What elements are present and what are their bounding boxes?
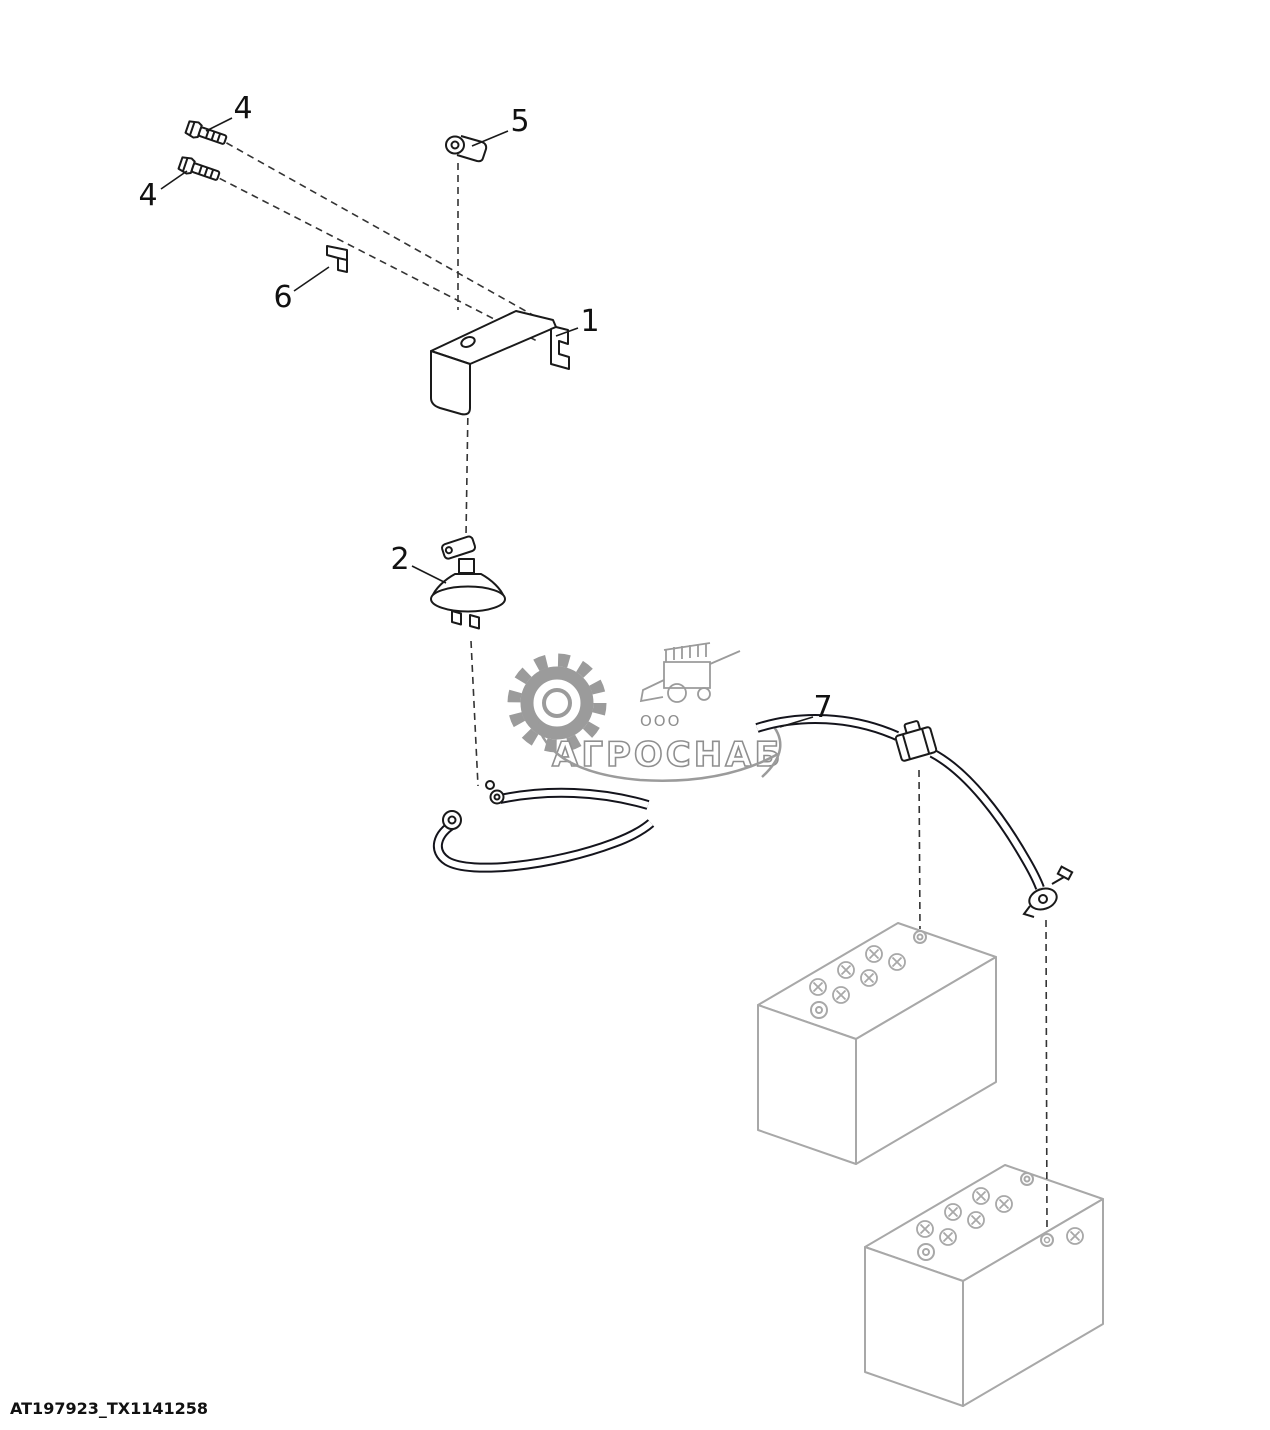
watermark-prefix: ООО [640,712,681,730]
drawing-number: AT197923_TX1141258 [10,1399,208,1418]
gear-icon [507,653,607,753]
callout-2: 2 [390,542,409,577]
callout-1: 1 [580,304,599,339]
cable-connector [894,720,938,762]
callout-5: 5 [510,104,529,139]
cable-clamp [326,245,348,273]
assembly-guide-lines [208,136,1048,1232]
callout-6: 6 [273,280,292,315]
leader-lines [160,117,814,728]
battery-cable [755,714,1074,918]
bolt-lower [176,154,222,185]
battery-terminal-clamp [1022,865,1074,918]
combine-harvester-icon [639,642,741,703]
callout-4-lower: 4 [138,178,157,213]
terminal-lug [445,135,488,163]
ground-cable-assembly [432,780,655,873]
battery-disconnect-switch [430,535,506,630]
battery-2 [865,1165,1103,1406]
watermark-swoosh [534,717,779,782]
callout-4-upper: 4 [233,91,252,126]
watermark-logo: ООО АГРОСНАБ [507,642,782,782]
battery-1 [758,923,996,1164]
mounting-bracket [430,310,570,416]
callout-7: 7 [813,690,832,725]
